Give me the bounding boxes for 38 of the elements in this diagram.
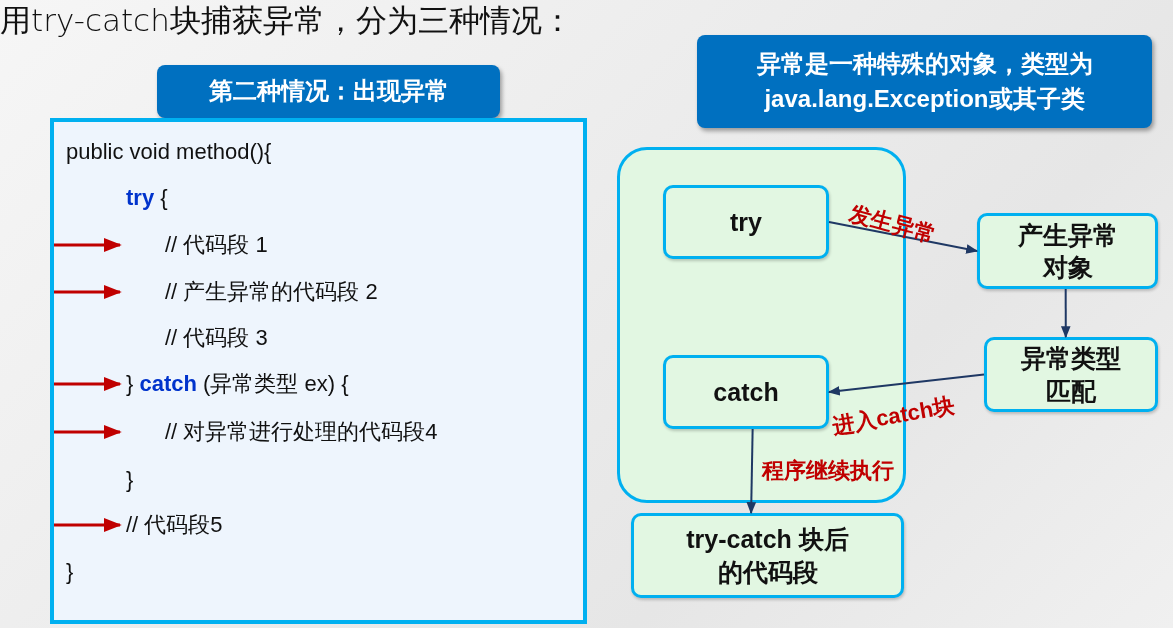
process-box — [663, 185, 829, 259]
flow-arrow — [827, 373, 985, 396]
box-text: 第二种情况：出现异常 — [208, 76, 449, 107]
box-text: catch — [713, 376, 779, 408]
code-line: // 代码段 1 — [120, 230, 560, 260]
heading-badge — [157, 65, 500, 118]
code-line: } catch (异常类型 ex) { — [120, 369, 560, 399]
pointer-arrow — [54, 237, 122, 253]
process-box — [984, 337, 1158, 412]
flow-arrow — [746, 428, 757, 515]
code-line: // 产生异常的代码段 2 — [120, 277, 560, 307]
code-line: // 代码段 3 — [120, 323, 560, 353]
code-line: } — [66, 557, 386, 587]
process-box — [663, 355, 829, 429]
box-text: try — [730, 206, 762, 238]
pointer-arrow — [54, 517, 122, 533]
note-callout — [697, 35, 1152, 128]
code-line: } — [120, 465, 560, 495]
box-text: try-catch 块后的代码段 — [685, 524, 850, 588]
edge-label: 进入catch块 — [830, 391, 958, 441]
flow-arrow — [1060, 288, 1071, 339]
process-box — [631, 513, 904, 598]
code-panel — [50, 118, 587, 624]
code-line: try { — [120, 183, 560, 213]
slide-title: 用try-catch块捕获异常，分为三种情况： — [0, 1, 573, 40]
box-text: 产生异常对象 — [1016, 219, 1119, 283]
edge-label: 程序继续执行 — [762, 457, 894, 485]
box-text: 异常是一种特殊的对象，类型为java.lang.Exception或其子类 — [755, 48, 1094, 114]
code-line: // 代码段5 — [120, 510, 560, 540]
edge-label: 发生异常 — [846, 199, 939, 250]
code-line: // 对异常进行处理的代码段4 — [120, 417, 560, 447]
flow-arrow — [828, 221, 979, 254]
pointer-arrow — [54, 376, 122, 392]
pointer-arrow — [54, 424, 122, 440]
pointer-arrow — [54, 284, 122, 300]
box-text: 异常类型匹配 — [1020, 343, 1122, 407]
code-line: public void method(){ — [66, 137, 386, 167]
process-box — [977, 213, 1158, 289]
